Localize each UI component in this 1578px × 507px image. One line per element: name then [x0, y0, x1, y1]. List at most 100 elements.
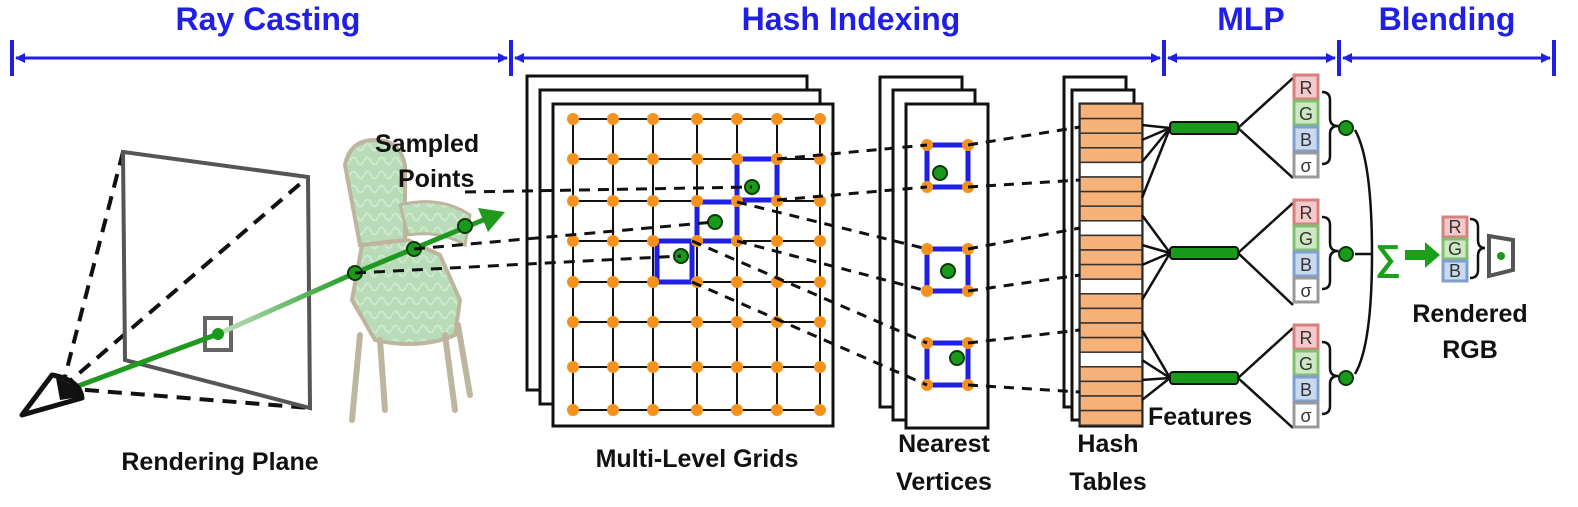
hash-entry — [1079, 380, 1143, 397]
hash-entry — [1079, 366, 1143, 383]
rendering-plane-label: Rendering Plane — [121, 448, 318, 476]
grid-vertex — [607, 235, 619, 247]
grid-vertex — [731, 276, 743, 288]
blended-rgb-stack: RGB — [1441, 215, 1469, 283]
channel-label: B — [1300, 255, 1312, 275]
hash-entry — [1079, 263, 1143, 280]
grid-vertex — [814, 113, 826, 125]
grid-vertex — [771, 235, 783, 247]
grid-vertex — [771, 404, 783, 416]
grid-vertex — [607, 276, 619, 288]
blend-sample-point — [1338, 246, 1354, 262]
channel-box — [1292, 375, 1320, 403]
grid-vertex — [731, 361, 743, 373]
channel-box — [1292, 250, 1320, 278]
channel-box — [1292, 198, 1320, 226]
grid-vertex — [607, 404, 619, 416]
channel-label: B — [1300, 130, 1312, 150]
grid-vertex — [567, 195, 579, 207]
rendered-pixel-point — [1497, 252, 1505, 260]
highlighted-cells — [654, 156, 780, 285]
feature-vector — [1169, 246, 1239, 260]
sampled-point — [457, 218, 473, 234]
hash-to-feature-lines — [1140, 123, 1172, 401]
grid-vertex — [731, 195, 743, 207]
channel-box — [1292, 99, 1320, 127]
grid-vertex — [607, 316, 619, 328]
sampled-points-label-line1: Sampled — [375, 130, 479, 158]
hash-tables-label-line1: Hash — [1077, 430, 1138, 458]
ray-casting-section: Sampled Points Rendering Plane — [19, 130, 505, 476]
channel-label: R — [1300, 203, 1313, 223]
grid-vertex — [691, 113, 703, 125]
hash-entry — [1079, 249, 1143, 266]
feature-vector — [1169, 121, 1239, 135]
rendered-rgb-label-line1: Rendered — [1412, 300, 1527, 328]
grid-vertex — [647, 195, 659, 207]
rendering-plane — [120, 149, 313, 411]
ray-to-grid-connectors — [354, 185, 753, 275]
grid-vertex — [647, 361, 659, 373]
mlp-fan-lines — [1237, 77, 1294, 429]
ray-segment-front — [61, 331, 219, 395]
blended-channel-box — [1441, 215, 1469, 239]
features-label: Features — [1148, 403, 1252, 431]
grid-vertex — [731, 404, 743, 416]
blend-sample-point — [1338, 120, 1354, 136]
grid-vertex — [814, 316, 826, 328]
channel-box — [1292, 276, 1320, 304]
grid-vertex — [607, 113, 619, 125]
hash-table-entries — [1079, 103, 1143, 426]
blend-brace — [1469, 217, 1486, 280]
nearest-vertex-cells — [924, 142, 971, 388]
grid-vertex — [731, 316, 743, 328]
blended-channel-label: G — [1448, 239, 1462, 259]
nearest-vertices-label-line1: Nearest — [898, 430, 990, 458]
vertex-to-hash-connectors — [967, 125, 1081, 394]
eye-icon — [19, 372, 85, 418]
blended-channel-box — [1441, 237, 1469, 261]
hash-entry — [1079, 103, 1143, 120]
grid-vertex — [814, 276, 826, 288]
hash-entry — [1079, 293, 1143, 310]
hash-indexing-section: Multi-Level Grids Nearest Vertices Hash … — [354, 74, 1147, 496]
feature-vectors — [1169, 121, 1239, 385]
grid-vertex — [647, 316, 659, 328]
grid-vertex — [771, 361, 783, 373]
grid-vertex — [567, 276, 579, 288]
stage-headers: Ray Casting Hash Indexing MLP Blending — [10, 1, 1556, 76]
channel-box — [1292, 349, 1320, 377]
hash-entry — [1079, 409, 1143, 426]
channel-label: G — [1299, 229, 1313, 249]
blended-channel-box — [1441, 259, 1469, 283]
channel-box — [1292, 125, 1320, 153]
blend-arrow — [1405, 242, 1440, 268]
hash-entry — [1079, 395, 1143, 412]
hash-entry — [1079, 117, 1143, 134]
grid-vertex — [607, 153, 619, 165]
grid-vertex — [567, 361, 579, 373]
grid-vertex — [814, 404, 826, 416]
blend-sample-point — [1338, 370, 1354, 386]
hash-entry — [1079, 161, 1143, 178]
sum-icon: ∑ — [1375, 237, 1401, 278]
channel-box — [1292, 73, 1320, 101]
nearest-vertex-points — [932, 165, 965, 366]
hash-entry — [1079, 307, 1143, 324]
grid-vertex — [691, 153, 703, 165]
hash-entry — [1079, 351, 1143, 368]
stage-ray-casting-label: Ray Casting — [176, 1, 361, 37]
grid-vertex — [731, 153, 743, 165]
output-braces — [1321, 90, 1339, 416]
channel-label: R — [1300, 328, 1313, 348]
hash-entry — [1079, 205, 1143, 222]
channel-label: B — [1300, 380, 1312, 400]
grid-vertex — [814, 361, 826, 373]
stage-mlp-label: MLP — [1217, 1, 1285, 37]
blending-section: ∑ RGB Rendered RGB — [1337, 120, 1528, 386]
grid-vertex — [647, 113, 659, 125]
grid-vertex — [771, 113, 783, 125]
